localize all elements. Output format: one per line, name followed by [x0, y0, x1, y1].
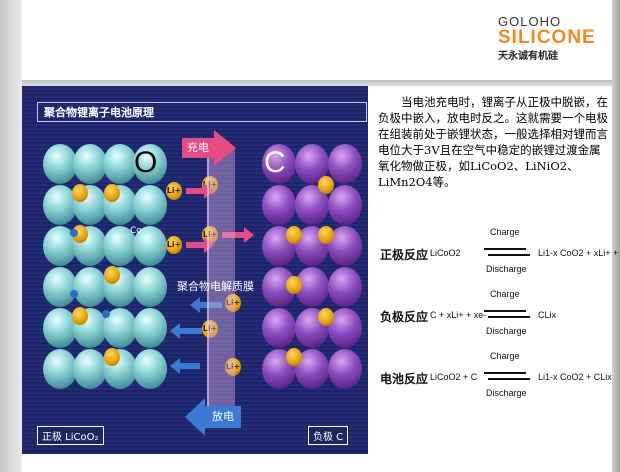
- anode-atom: [328, 185, 362, 225]
- lithium-ion: [318, 176, 334, 194]
- lithium-ion: [318, 308, 334, 326]
- anode-atom: [262, 185, 296, 225]
- lithium-ion: [72, 184, 88, 202]
- cobalt-dot: [102, 310, 110, 318]
- charge-arrow: 充电: [182, 130, 236, 166]
- cobalt-label: Co: [130, 226, 142, 236]
- reaction-equation: 电池反应 LiCoO2 + C Charge Discharge Li1-x C…: [378, 348, 612, 406]
- reaction-equation: 负极反应 C + xLi+ + xe- Charge Discharge CLi…: [378, 286, 612, 344]
- cathode-atom: [43, 349, 77, 389]
- cathode-atom: [43, 144, 77, 184]
- discharge-arrow: 放电: [185, 398, 241, 436]
- cathode-atom: [133, 144, 167, 184]
- cobalt-dot: [70, 229, 78, 237]
- anode-letter: C: [264, 146, 286, 179]
- anode-atom: [328, 144, 362, 184]
- charge-label: Charge: [490, 351, 520, 361]
- cathode-atom: [43, 308, 77, 348]
- lithium-ion: [318, 226, 334, 244]
- right-edge-strip: [612, 0, 620, 472]
- diagram-title: 聚合物锂离子电池原理: [37, 102, 367, 122]
- discharge-label: Discharge: [486, 388, 527, 398]
- equilibrium-arrows-icon: [484, 308, 530, 318]
- cathode-label: 正极 LiCoO₂: [37, 426, 104, 445]
- cathode-atom: [73, 144, 107, 184]
- charge-ion-arrow: [186, 183, 214, 199]
- reaction-equation: 正极反应 LiCoO2 Charge Discharge Li1-x CoO2 …: [378, 224, 620, 282]
- charge-label: Charge: [490, 227, 520, 237]
- lithium-ion: [104, 184, 120, 202]
- reaction-name: 负极反应: [380, 310, 429, 324]
- equilibrium-arrows-icon: [484, 246, 530, 256]
- reaction-name: 电池反应: [380, 372, 429, 386]
- header-divider: [22, 80, 612, 86]
- charge-ion-arrow: [222, 227, 254, 243]
- charge-ion-arrow: [186, 237, 214, 253]
- discharge-label: Discharge: [486, 326, 527, 336]
- products: CLix: [538, 310, 557, 320]
- description-paragraph: 当电池充电时，锂离子从正极中脱嵌，在负极中嵌入，放电时反之。这就需要一个电极在组…: [378, 95, 608, 189]
- cathode-atom: [133, 185, 167, 225]
- membrane-label: 聚合物电解质膜: [177, 280, 254, 293]
- lithium-ion: [286, 276, 302, 294]
- lithium-ion: Li+: [225, 358, 241, 376]
- discharge-ion-arrow: [170, 358, 200, 374]
- cobalt-dot: [70, 290, 78, 298]
- lithium-ion: [104, 266, 120, 284]
- lithium-ion: Li+: [166, 236, 182, 254]
- cathode-atom: [133, 226, 167, 266]
- anode-atom: [328, 267, 362, 307]
- cathode-atom: [133, 308, 167, 348]
- logo-chinese-name: 天永诚有机硅: [498, 51, 558, 62]
- lithium-ion: [286, 226, 302, 244]
- cathode-atom: [73, 267, 107, 307]
- charge-label: Charge: [490, 289, 520, 299]
- equilibrium-arrows-icon: [484, 370, 530, 380]
- cathode-atom: [103, 144, 137, 184]
- discharge-ion-arrow: [170, 323, 202, 339]
- cathode-letter: O: [134, 146, 158, 179]
- products: Li1-x CoO2 + CLix: [538, 372, 612, 382]
- anode-atom: [262, 144, 296, 184]
- products: Li1-x CoO2 + xLi+ + xe-: [538, 248, 620, 258]
- reactants: C + xLi+ + xe-: [430, 310, 487, 320]
- lithium-ion: Li+: [166, 182, 182, 200]
- anode-label: 负极 C: [308, 426, 349, 445]
- cathode-atom: [73, 349, 107, 389]
- reaction-name: 正极反应: [380, 248, 429, 262]
- lithium-ion: [286, 348, 302, 366]
- discharge-label: Discharge: [486, 264, 527, 274]
- discharge-ion-arrow: [190, 297, 222, 313]
- left-edge-strip: [0, 0, 22, 472]
- cathode-atom: [43, 185, 77, 225]
- logo-goloho: GOLOHO: [498, 14, 562, 29]
- company-logo: GOLOHO SILICONE 天永诚有机硅: [498, 14, 596, 62]
- lithium-ion: [104, 348, 120, 366]
- lithium-ion: [72, 307, 88, 325]
- reactants: LiCoO2: [430, 248, 461, 258]
- lithium-ion: Li+: [225, 294, 241, 312]
- electrolyte-membrane: [207, 148, 235, 410]
- reactants: LiCoO2 + C: [430, 372, 478, 382]
- cathode-atom: [103, 226, 137, 266]
- cathode-atom: [43, 267, 77, 307]
- cathode-atom: [133, 267, 167, 307]
- logo-silicone: SILICONE: [498, 27, 596, 48]
- anode-atom: [328, 349, 362, 389]
- anode-atom: [262, 308, 296, 348]
- cathode-atom: [133, 349, 167, 389]
- lithium-ion: Li+: [202, 320, 218, 338]
